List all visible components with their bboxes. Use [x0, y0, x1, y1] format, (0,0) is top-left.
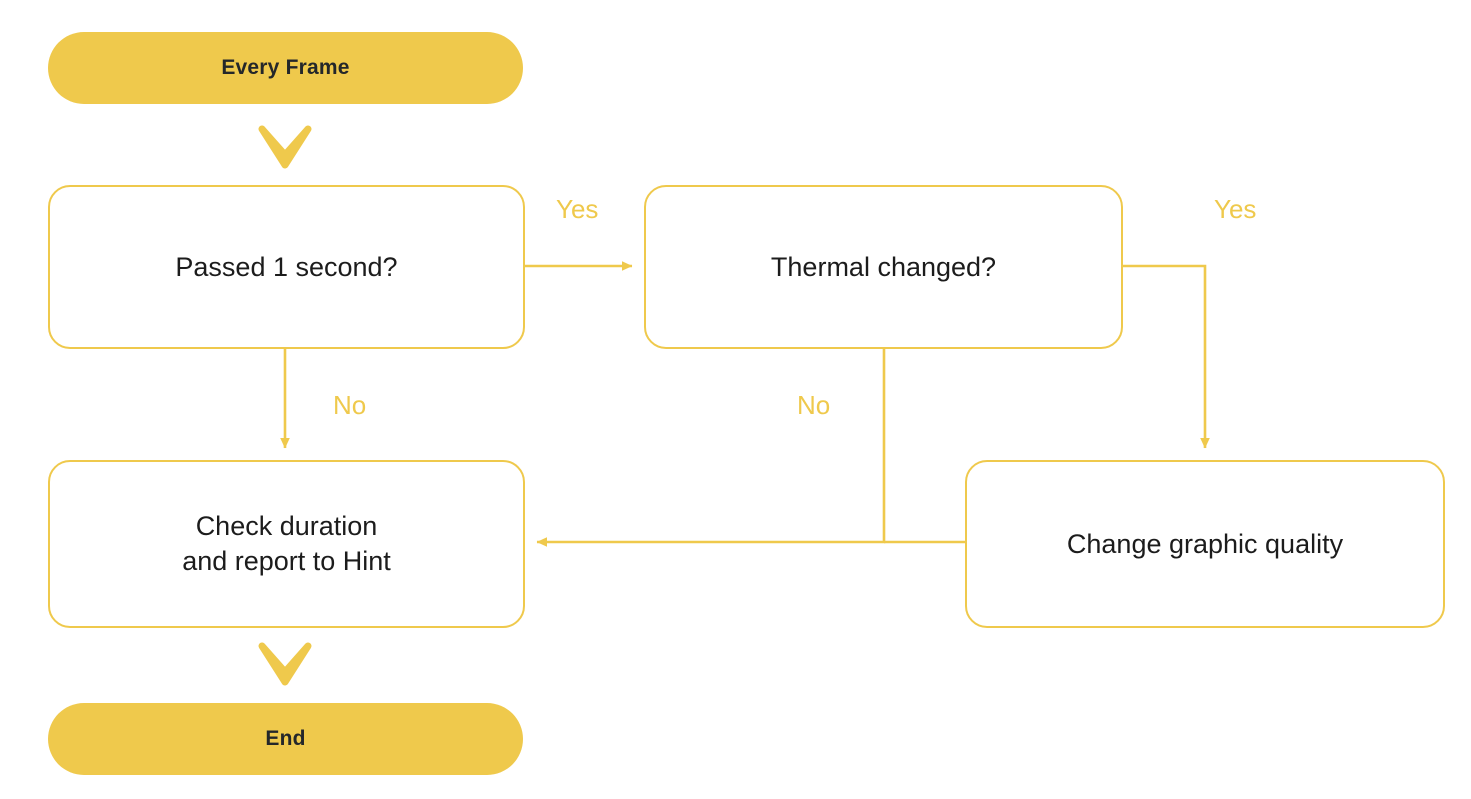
edge-label-thermal-no: No [797, 390, 831, 420]
node-start[interactable]: Every Frame [48, 32, 523, 104]
node-thermal-changed-label: Thermal changed? [770, 251, 997, 282]
node-thermal-changed[interactable]: Thermal changed? [644, 185, 1123, 349]
chevron-down-icon [258, 642, 312, 686]
node-change-graphic-quality-label: Change graphic quality [1066, 528, 1344, 559]
edge-thermal-yes [1123, 264, 1210, 449]
node-end-label: End [265, 727, 306, 750]
node-check-duration-label: Check duration and report to Hint [182, 511, 391, 576]
node-passed-one-second-label: Passed 1 second? [175, 251, 398, 282]
edge-check-to-end [258, 642, 312, 686]
edge-label-passed-no: No [333, 390, 367, 420]
node-change-graphic-quality[interactable]: Change graphic quality [965, 460, 1445, 628]
chevron-down-icon [258, 125, 312, 169]
node-start-label: Every Frame [221, 56, 350, 79]
node-end[interactable]: End [48, 703, 523, 775]
node-check-duration[interactable]: Check duration and report to Hint [48, 460, 525, 628]
edge-label-passed-yes: Yes [556, 194, 599, 224]
edge-start-to-passed [258, 125, 312, 169]
node-passed-one-second[interactable]: Passed 1 second? [48, 185, 525, 349]
edge-thermal-no [536, 349, 886, 547]
edge-label-thermal-yes: Yes [1214, 194, 1257, 224]
